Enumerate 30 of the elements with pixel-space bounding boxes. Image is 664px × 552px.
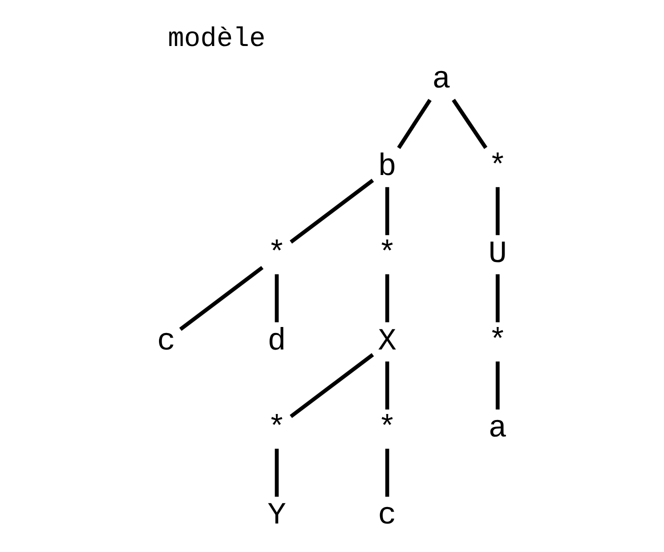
node-text: a — [488, 411, 507, 446]
connector — [385, 448, 390, 497]
connector — [274, 274, 279, 322]
diagram-title: modèle — [168, 24, 266, 55]
connector — [496, 362, 500, 410]
node-text: * — [488, 324, 507, 360]
node-text: Y — [267, 498, 286, 534]
node-text: U — [488, 237, 507, 272]
connector — [385, 187, 390, 236]
node-text: * — [378, 237, 397, 272]
connector — [290, 178, 374, 244]
connector — [290, 353, 374, 418]
connector — [385, 362, 390, 410]
connector — [179, 266, 264, 331]
connector — [496, 187, 500, 236]
node-text: a — [432, 62, 451, 98]
node-text: c — [157, 324, 176, 360]
node-text: * — [378, 411, 397, 446]
connector — [274, 448, 279, 497]
node-text: * — [267, 237, 286, 272]
node-text: X — [378, 324, 397, 360]
connector — [385, 274, 390, 322]
node-text: c — [378, 498, 397, 534]
node-text: d — [267, 324, 286, 360]
connector — [452, 98, 488, 149]
node-text: b — [378, 150, 397, 185]
node-text: * — [267, 411, 286, 446]
connector — [496, 274, 500, 322]
node-text: * — [488, 150, 507, 185]
connector — [397, 98, 432, 149]
